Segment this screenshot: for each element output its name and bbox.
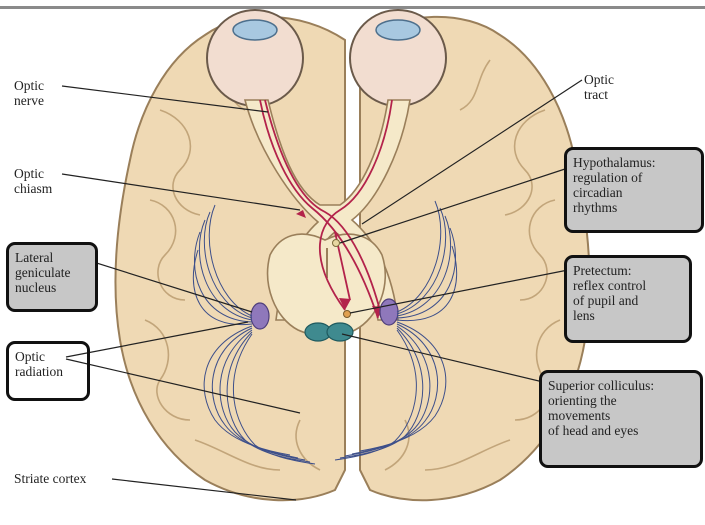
box-superior-colliculus: Superior colliculus: orienting the movem… xyxy=(539,370,703,468)
box-pretectum: Pretectum: reflex control of pupil and l… xyxy=(564,255,692,343)
label-superior-colliculus: Superior colliculus: orienting the movem… xyxy=(542,373,700,443)
box-lateral-geniculate: Lateral geniculate nucleus xyxy=(6,242,98,312)
right-colliculus xyxy=(327,323,353,341)
box-hypothalamus: Hypothalamus: regulation of circadian rh… xyxy=(564,147,704,233)
right-lgn xyxy=(380,299,398,325)
hypothalamus-dot xyxy=(333,240,340,247)
left-eye-cornea xyxy=(233,20,277,40)
label-optic-radiation: Optic radiation xyxy=(9,344,87,384)
label-lateral-geniculate: Lateral geniculate nucleus xyxy=(9,245,95,300)
label-optic-chiasm: Optic chiasm xyxy=(14,166,52,196)
left-lgn xyxy=(251,303,269,329)
label-pretectum: Pretectum: reflex control of pupil and l… xyxy=(567,258,689,328)
right-eye-cornea xyxy=(376,20,420,40)
label-optic-nerve: Optic nerve xyxy=(14,78,44,108)
label-hypothalamus: Hypothalamus: regulation of circadian rh… xyxy=(567,150,701,220)
label-optic-tract: Optic tract xyxy=(584,72,614,102)
pretectum-dot xyxy=(344,311,351,318)
label-striate-cortex: Striate cortex xyxy=(14,471,86,486)
box-optic-radiation: Optic radiation xyxy=(6,341,90,401)
